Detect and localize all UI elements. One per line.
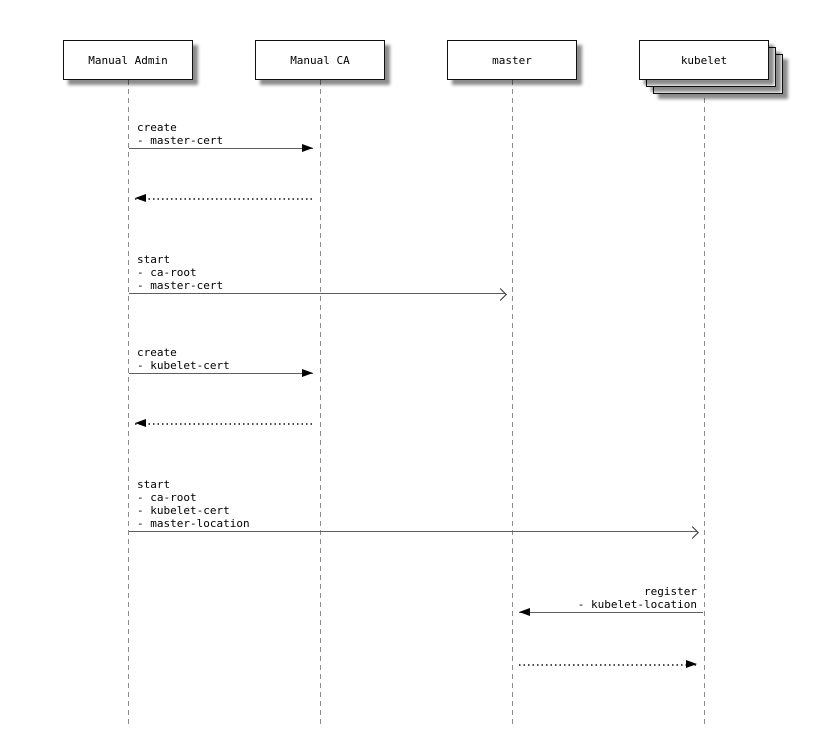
participant-label-master: master <box>492 53 532 67</box>
message-label-create-kubelet-cert: create - kubelet-cert <box>137 346 230 372</box>
message-line-start-master <box>129 293 505 294</box>
arrowhead-return-ca-to-admin-2 <box>135 419 146 427</box>
arrowhead-return-ca-to-admin-1 <box>135 194 146 202</box>
participant-master: master <box>447 40 577 80</box>
message-label-start-kubelet: start - ca-root - kubelet-cert - master-… <box>137 478 250 530</box>
message-label-create-master-cert: create - master-cert <box>137 121 224 147</box>
participant-label-manual-admin: Manual Admin <box>88 53 168 67</box>
lifeline-manual-ca <box>319 80 321 725</box>
arrowhead-create-kubelet-cert <box>302 369 313 377</box>
lifeline-master <box>511 80 513 725</box>
message-line-register <box>519 612 703 613</box>
participant-label-manual-ca: Manual CA <box>290 53 350 67</box>
participant-kubelet: kubelet <box>639 40 769 80</box>
message-label-start-master: start - ca-root - master-cert <box>137 253 224 292</box>
arrowhead-start-master <box>494 287 507 301</box>
message-label-register: register - kubelet-location <box>577 585 697 611</box>
lifeline-manual-admin <box>127 80 129 725</box>
message-line-return-ca-to-admin-2 <box>135 423 313 425</box>
arrowhead-register <box>519 608 530 616</box>
arrowhead-return-master-to-kubelet <box>686 660 697 668</box>
participant-manual-ca: Manual CA <box>255 40 385 80</box>
message-line-create-kubelet-cert <box>129 373 313 374</box>
message-line-create-master-cert <box>129 148 313 149</box>
participant-manual-admin: Manual Admin <box>63 40 193 80</box>
message-line-return-ca-to-admin-1 <box>135 198 313 200</box>
arrowhead-create-master-cert <box>302 144 313 152</box>
message-line-start-kubelet <box>129 531 697 532</box>
participant-label-kubelet: kubelet <box>680 53 728 67</box>
message-line-return-master-to-kubelet <box>519 664 697 666</box>
arrowhead-start-kubelet <box>686 525 699 539</box>
lifeline-kubelet <box>703 80 705 725</box>
